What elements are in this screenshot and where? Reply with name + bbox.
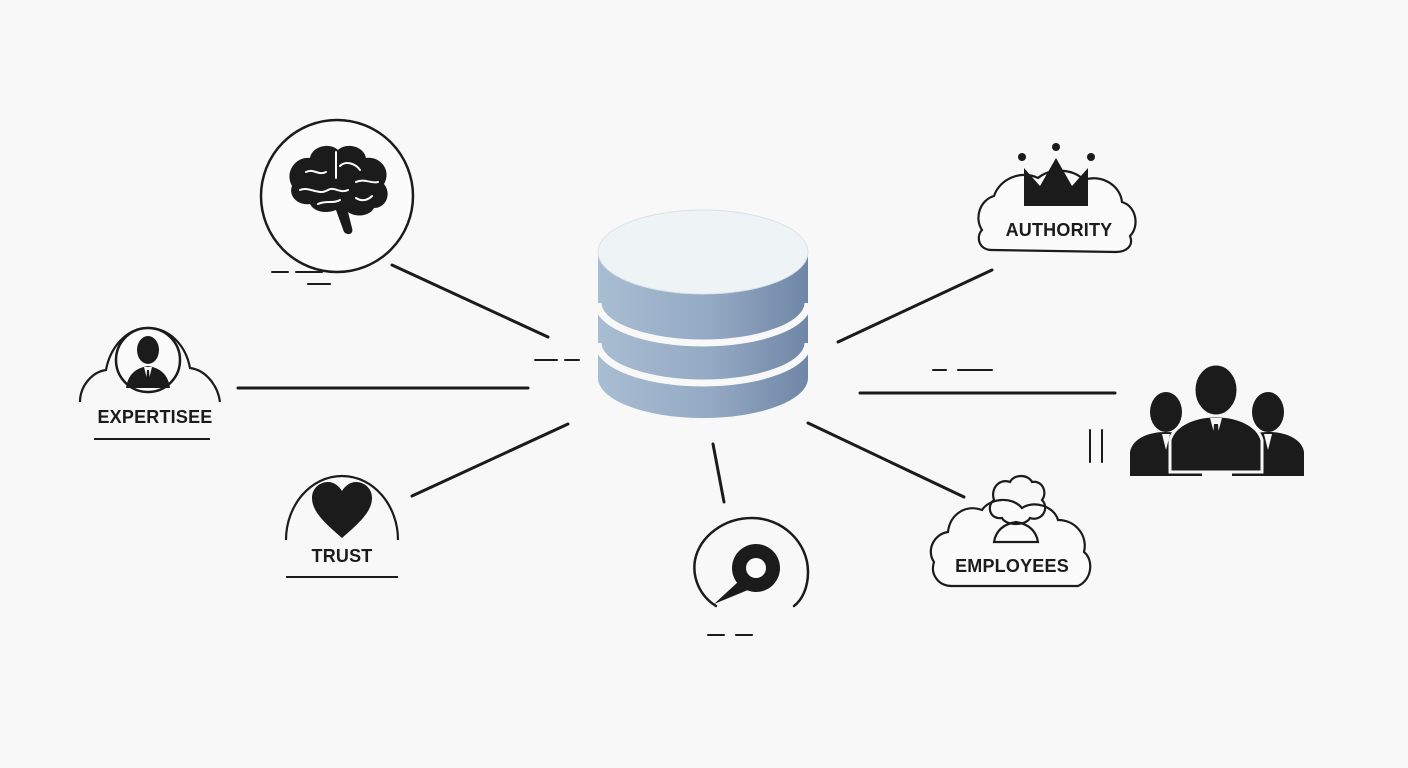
node-expertise: EXPERTISEE (78, 326, 222, 440)
team-icon (1130, 362, 1304, 476)
businessman-icon (126, 336, 170, 388)
crown-icon (1018, 143, 1095, 206)
connector-authority (836, 268, 994, 344)
label-employees: EMPLOYEES (955, 556, 1069, 576)
connector-trust (410, 422, 570, 498)
label-trust: TRUST (312, 546, 373, 566)
connector-brain (390, 263, 550, 339)
brain-icon (289, 145, 388, 235)
connector-employees (806, 421, 966, 499)
dash-marks (271, 271, 1103, 636)
label-expertise: EXPERTISEE (97, 407, 212, 427)
database-icon (594, 209, 812, 418)
node-knowledge (259, 118, 415, 274)
node-employees: EMPLOYEES (929, 474, 1092, 588)
node-team (1130, 362, 1304, 476)
connectors (236, 263, 1117, 504)
person-outline-icon (988, 474, 1047, 544)
speech-bubble-icon (714, 544, 780, 604)
node-communication (693, 516, 810, 608)
heart-icon (312, 482, 372, 538)
label-authority: AUTHORITY (1006, 220, 1113, 240)
node-trust: TRUST (284, 474, 400, 578)
connector-speech (711, 442, 726, 504)
node-authority: AUTHORITY (977, 143, 1137, 254)
